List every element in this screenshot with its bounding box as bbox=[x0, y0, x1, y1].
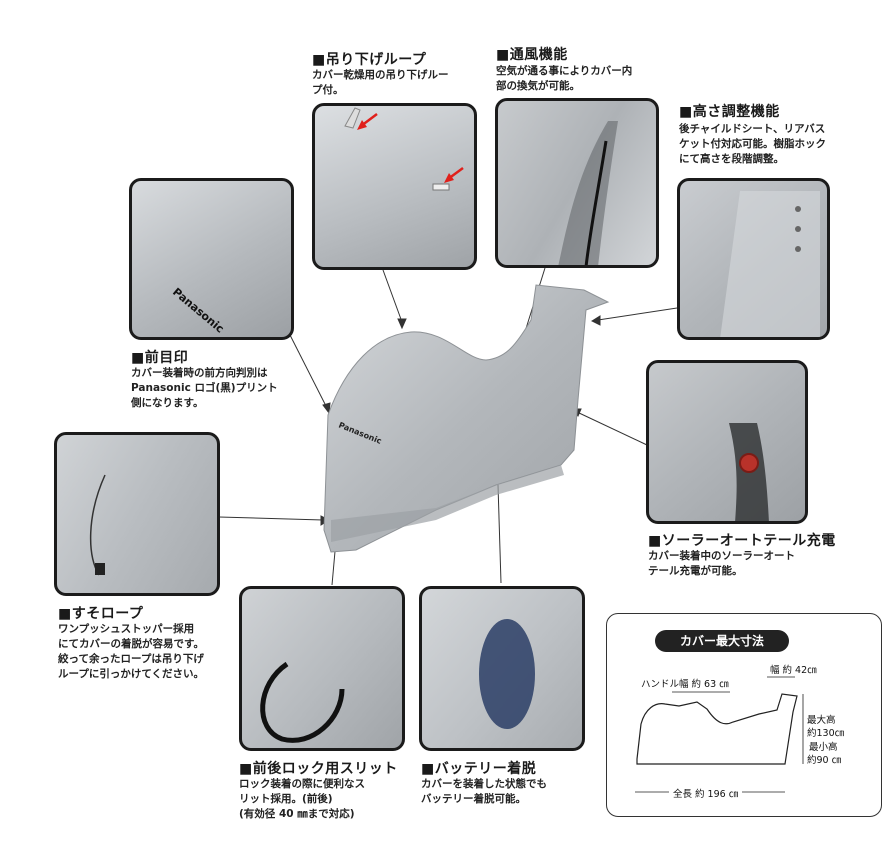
hanging-loop-desc: カバー乾燥用の吊り下げループ付。 bbox=[312, 69, 449, 96]
height-adjust-title: ■高さ調整機能 bbox=[679, 104, 780, 120]
battery-desc: カバーを装着した状態でもバッテリー着脱可能。 bbox=[421, 778, 547, 805]
battery-photo bbox=[419, 586, 585, 751]
ventilation-photo bbox=[495, 98, 659, 268]
lock-slit-desc: ロック装着の際に便利なスリット採用。(前後)(有効径 40 ㎜まで対応) bbox=[239, 778, 365, 820]
hem-rope-photo bbox=[54, 432, 220, 596]
vent-zipper-icon bbox=[558, 121, 618, 265]
hanging-loop-title: ■吊り下げループ bbox=[312, 52, 427, 68]
width-label: 幅 約 42㎝ bbox=[770, 665, 817, 676]
max-height-label: 最大高 bbox=[807, 715, 836, 726]
ventilation-title: ■通風機能 bbox=[496, 47, 568, 63]
solar-photo bbox=[646, 360, 808, 524]
solar-desc: カバー装着中のソーラーオートテール充電が可能。 bbox=[648, 550, 795, 577]
ventilation-desc: 空気が通る事によりカバー内部の換気が可能。 bbox=[496, 65, 633, 92]
hem-rope-title: ■すそロープ bbox=[58, 606, 144, 622]
height-adjust-photo bbox=[677, 178, 830, 340]
svg-text:Panasonic: Panasonic bbox=[170, 285, 226, 335]
hanging-loop-photo bbox=[312, 103, 477, 270]
min-height-value: 約90 ㎝ bbox=[807, 755, 842, 766]
dimensions-panel: カバー最大寸法 ハンドル幅 約 63 ㎝ 幅 約 42㎝ 最大高 約130㎝ 最… bbox=[606, 613, 882, 817]
max-height-value: 約130㎝ bbox=[807, 728, 845, 739]
cover-outline-diagram bbox=[635, 676, 804, 793]
front-mark-title: ■前目印 bbox=[131, 350, 189, 366]
bicycle-cover-main-image: Panasonic bbox=[323, 284, 610, 553]
rope-stopper-icon bbox=[89, 474, 106, 576]
handle-width-label: ハンドル幅 約 63 ㎝ bbox=[641, 679, 729, 690]
solar-title: ■ソーラーオートテール充電 bbox=[648, 533, 836, 549]
front-mark-photo: Panasonic bbox=[129, 178, 294, 340]
height-adjust-desc: 後チャイルドシート、リアバスケット付対応可能。樹脂ホックにて高さを段階調整。 bbox=[679, 123, 826, 165]
min-height-label: 最小高 bbox=[809, 742, 838, 753]
total-length-label: 全長 約 196 ㎝ bbox=[669, 786, 743, 800]
red-arrow-icon bbox=[344, 107, 464, 191]
cable-lock-icon bbox=[260, 661, 345, 743]
dimensions-title: カバー最大寸法 bbox=[655, 630, 789, 652]
panasonic-logo-closeup: Panasonic bbox=[170, 285, 226, 335]
lock-slit-photo bbox=[239, 586, 405, 751]
hem-rope-desc: ワンプッシュストッパー採用にてカバーの着脱が容易です。絞って余ったロープは吊り下… bbox=[58, 623, 205, 680]
battery-title: ■バッテリー着脱 bbox=[421, 761, 537, 777]
battery-icon bbox=[479, 619, 535, 729]
snap-button-icon bbox=[720, 191, 820, 337]
tail-light-icon bbox=[729, 423, 769, 521]
lock-slit-title: ■前後ロック用スリット bbox=[239, 761, 398, 777]
